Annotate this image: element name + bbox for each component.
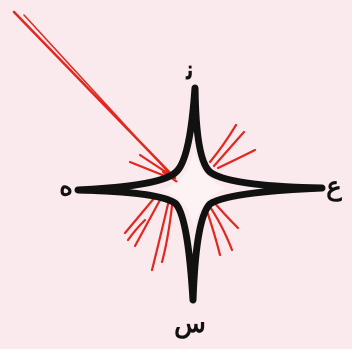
north-label: ﻧ	[185, 56, 193, 86]
east-label: ﻉ	[326, 172, 342, 202]
long-red-ray-2	[24, 15, 168, 172]
west-label: ﻩ	[59, 172, 73, 202]
south-label: ﺱ	[174, 309, 206, 339]
